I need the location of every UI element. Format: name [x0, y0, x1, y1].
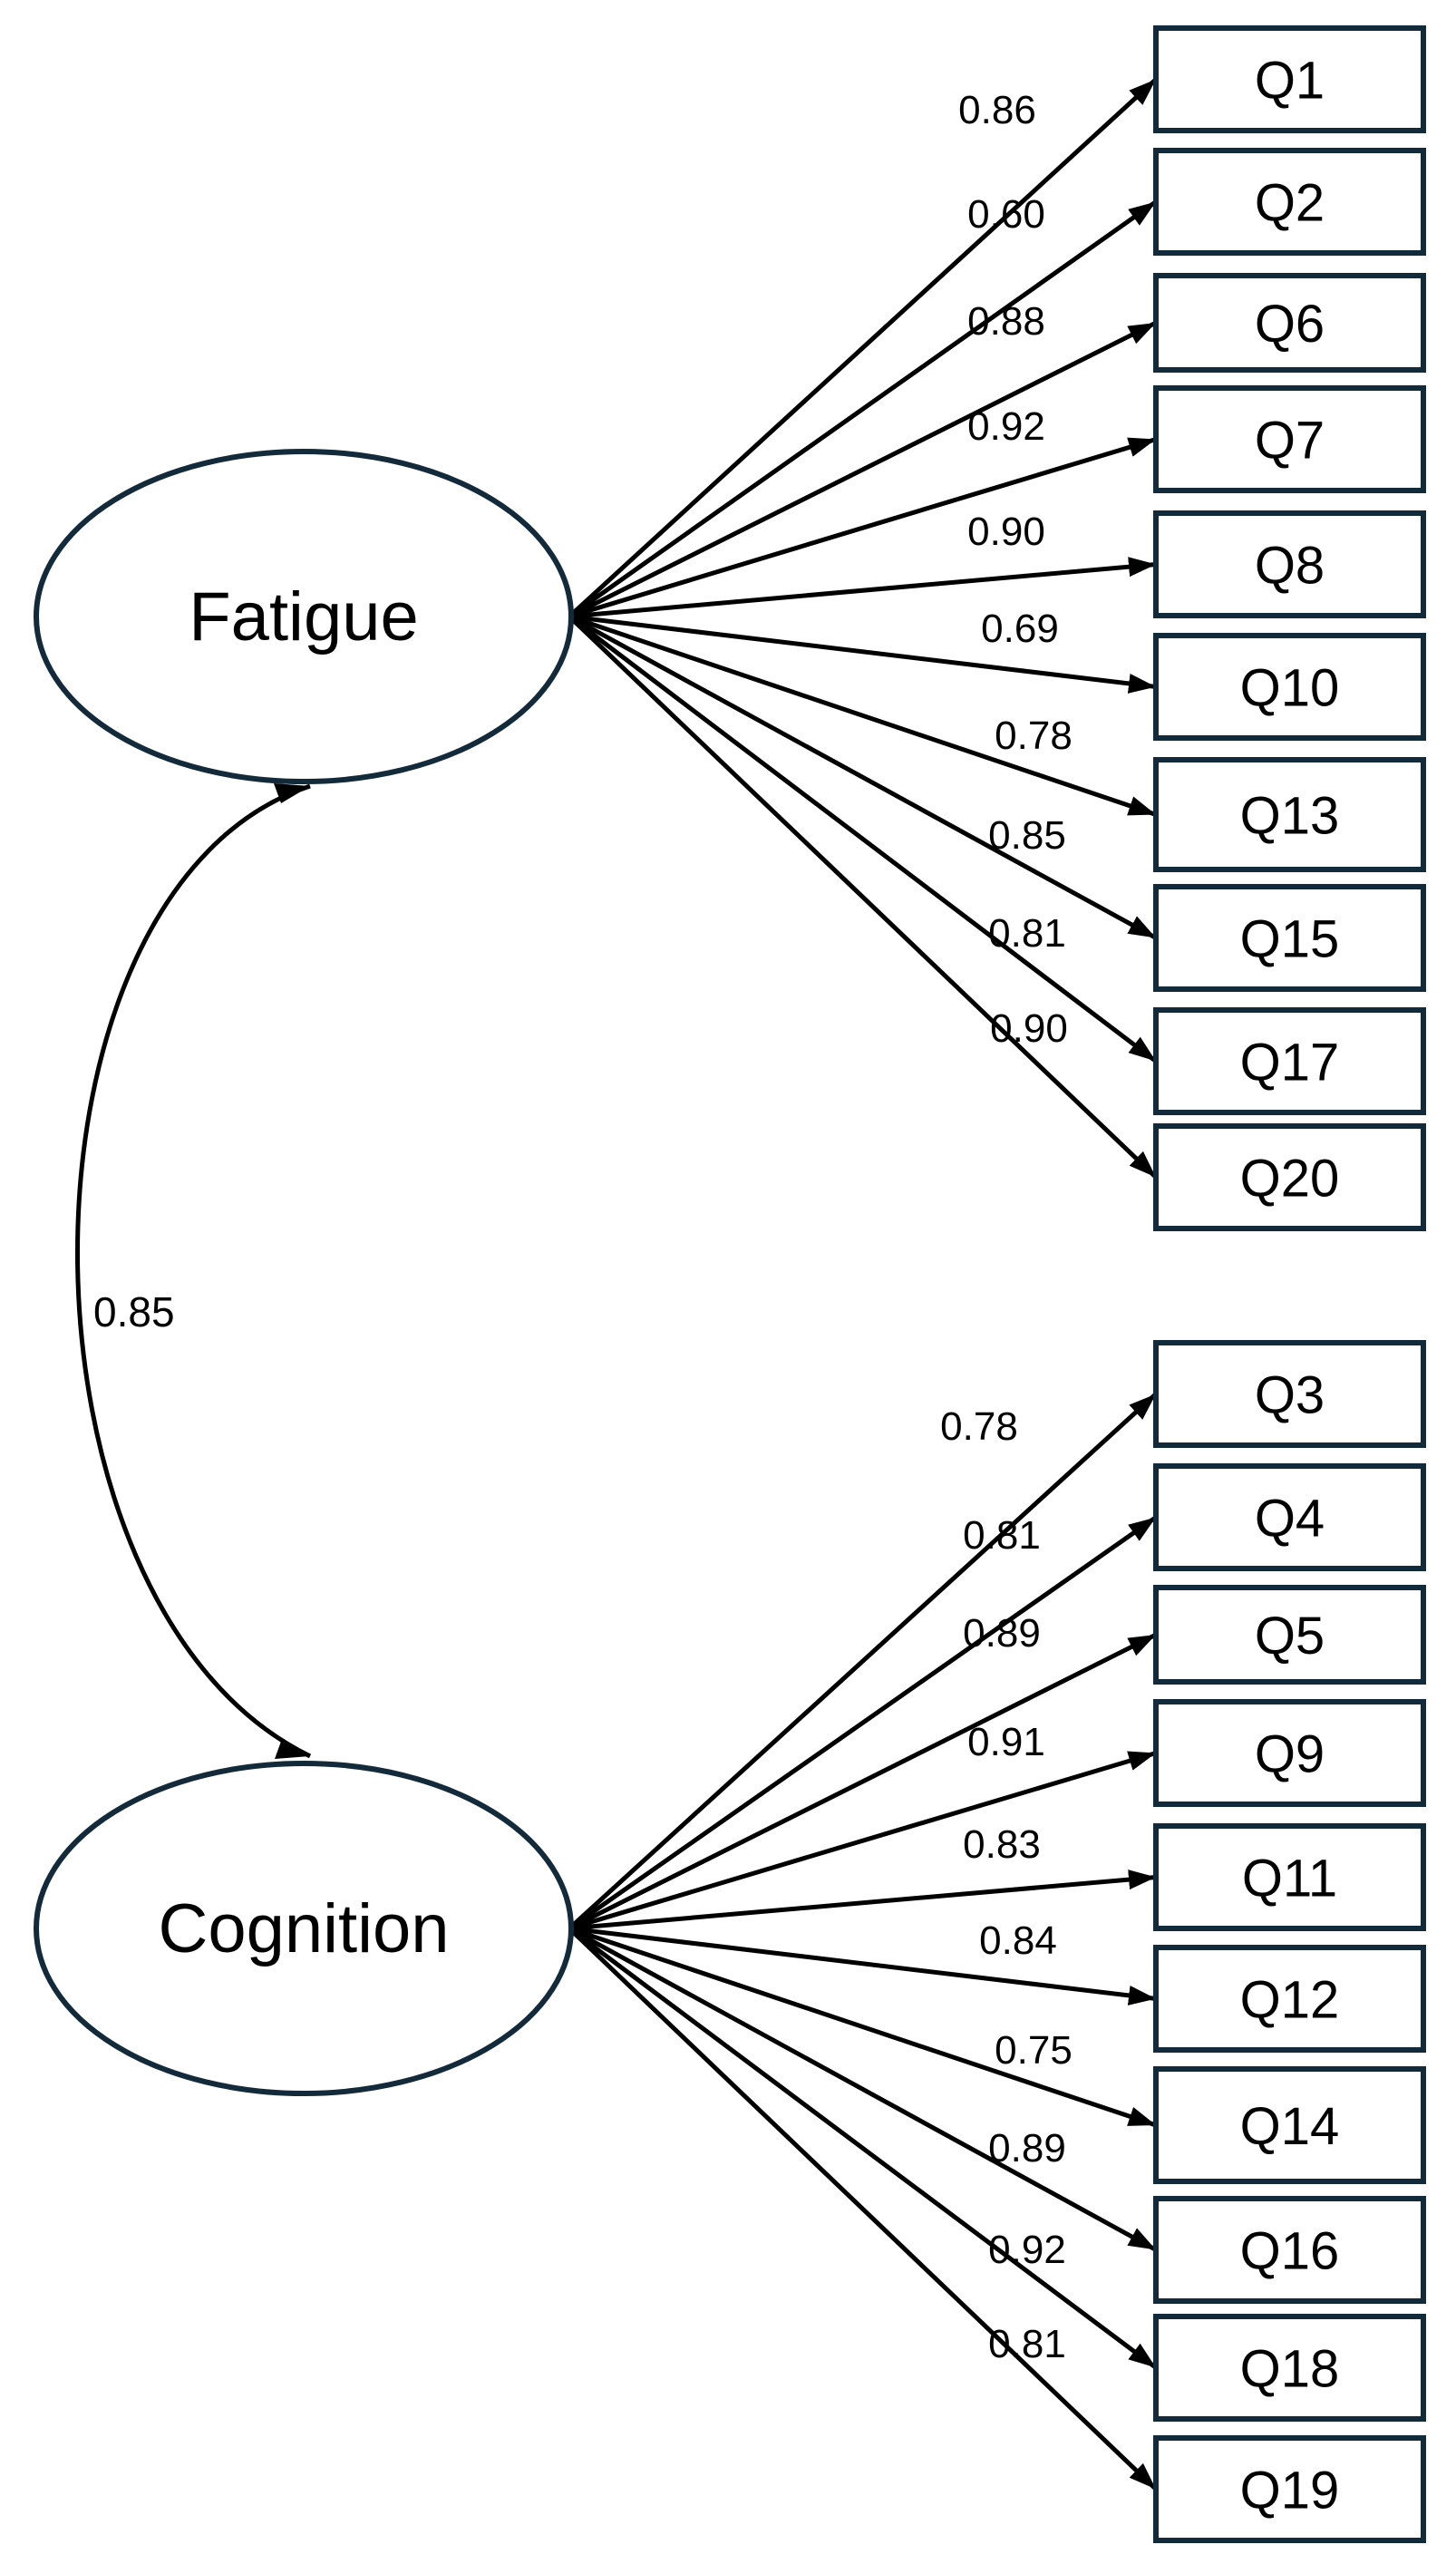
cognition-loading-arrow-q9 — [568, 1751, 1157, 1931]
indicator-label-q7: Q7 — [1255, 412, 1325, 471]
loading-label-q2: 0.60 — [967, 192, 1045, 237]
fatigue-loading-arrow-q13 — [568, 614, 1157, 817]
indicator-box-q2 — [1153, 148, 1426, 256]
indicator-label-q14: Q14 — [1240, 2097, 1340, 2156]
loading-label-q14: 0.75 — [995, 2028, 1073, 2073]
loading-label-q8: 0.90 — [967, 510, 1045, 554]
covariance-arrowhead-top — [274, 783, 310, 803]
indicator-box-q13 — [1153, 757, 1426, 872]
cognition-loading-arrow-q18 — [568, 1926, 1158, 2370]
indicator-label-q15: Q15 — [1240, 910, 1340, 969]
indicator-label-q5: Q5 — [1255, 1607, 1325, 1666]
loading-label-q4: 0.81 — [963, 1513, 1041, 1558]
indicator-label-q11: Q11 — [1242, 1850, 1337, 1908]
indicator-box-q17 — [1153, 1007, 1426, 1115]
loading-label-q19: 0.81 — [988, 2322, 1066, 2366]
fatigue-loading-arrow-q17 — [568, 615, 1158, 1063]
indicator-box-q7 — [1153, 385, 1426, 493]
cognition-loading-arrow-q12 — [568, 1926, 1157, 2006]
indicator-label-q3: Q3 — [1255, 1366, 1325, 1425]
indicator-label-q20: Q20 — [1240, 1150, 1340, 1209]
indicator-label-q16: Q16 — [1240, 2222, 1340, 2281]
indicator-box-q10 — [1153, 633, 1426, 741]
indicator-box-q4 — [1153, 1463, 1426, 1571]
indicator-label-q2: Q2 — [1255, 174, 1325, 233]
cognition-factor-group: CognitionQ30.78Q40.81Q50.89Q90.91Q110.83… — [34, 1340, 1426, 2543]
indicator-box-q11 — [1153, 1823, 1426, 1931]
indicator-label-q9: Q9 — [1255, 1725, 1325, 1784]
indicator-label-q13: Q13 — [1240, 787, 1340, 846]
indicator-label-q6: Q6 — [1255, 295, 1325, 354]
indicator-box-q20 — [1153, 1123, 1426, 1231]
loading-label-q17: 0.81 — [988, 911, 1066, 956]
indicator-box-q14 — [1153, 2066, 1426, 2184]
fatigue-factor-label: Fatigue — [189, 578, 419, 656]
loading-label-q13: 0.78 — [995, 714, 1073, 758]
loading-label-q10: 0.69 — [981, 607, 1059, 651]
covariance-label: 0.85 — [93, 1288, 175, 1335]
cognition-factor-label: Cognition — [158, 1890, 449, 1967]
indicator-box-q5 — [1153, 1585, 1426, 1685]
indicator-box-q8 — [1153, 510, 1426, 618]
loading-label-q15: 0.85 — [988, 813, 1066, 858]
covariance-arrowhead-bottom — [275, 1739, 310, 1759]
indicator-label-q8: Q8 — [1255, 537, 1325, 596]
cognition-factor-ellipse — [34, 1761, 574, 2096]
covariance-arrow — [75, 783, 312, 1759]
indicator-label-q18: Q18 — [1240, 2340, 1340, 2399]
fatigue-factor-group: FatigueQ10.86Q20.60Q60.88Q70.92Q80.90Q10… — [34, 25, 1426, 1231]
loading-label-q12: 0.84 — [979, 1918, 1057, 1963]
loading-label-q6: 0.88 — [967, 299, 1045, 344]
cognition-loading-arrow-q4 — [568, 1515, 1158, 1931]
indicator-label-q10: Q10 — [1240, 659, 1340, 718]
indicator-box-q12 — [1153, 1945, 1426, 2053]
indicator-box-q3 — [1153, 1340, 1426, 1448]
cognition-loading-arrow-q19 — [568, 1927, 1158, 2491]
cognition-loading-arrow-q3 — [568, 1392, 1158, 1930]
loading-label-q5: 0.89 — [963, 1611, 1041, 1656]
cognition-loading-arrow-q14 — [568, 1926, 1157, 2128]
fatigue-loading-arrow-q20 — [568, 615, 1158, 1180]
loading-label-q20: 0.90 — [990, 1006, 1068, 1051]
indicator-box-q1 — [1153, 25, 1426, 133]
indicator-label-q17: Q17 — [1240, 1034, 1340, 1093]
fatigue-loading-arrow-q8 — [568, 557, 1157, 619]
loading-label-q1: 0.86 — [958, 88, 1036, 132]
cognition-loading-arrow-q5 — [568, 1632, 1158, 1931]
indicator-box-q18 — [1153, 2314, 1426, 2422]
fatigue-loading-arrow-q15 — [568, 614, 1158, 940]
indicator-label-q4: Q4 — [1255, 1490, 1325, 1549]
indicator-box-q9 — [1153, 1699, 1426, 1807]
indicator-label-q19: Q19 — [1240, 2462, 1340, 2520]
indicator-box-q6 — [1153, 273, 1426, 373]
loading-label-q11: 0.83 — [963, 1822, 1041, 1867]
loading-label-q7: 0.92 — [967, 404, 1045, 449]
fatigue-loading-arrow-q6 — [568, 320, 1158, 619]
loading-label-q18: 0.92 — [988, 2228, 1066, 2272]
loading-label-q9: 0.91 — [967, 1720, 1045, 1764]
cognition-loading-arrow-q16 — [568, 1926, 1158, 2252]
fatigue-loading-arrow-q7 — [568, 437, 1157, 619]
indicator-box-q19 — [1153, 2435, 1426, 2543]
indicator-box-q15 — [1153, 884, 1426, 992]
fatigue-loading-arrow-q2 — [568, 199, 1158, 619]
loading-label-q3: 0.78 — [940, 1404, 1018, 1449]
indicator-box-q16 — [1153, 2196, 1426, 2304]
fatigue-factor-ellipse — [34, 449, 574, 784]
indicator-label-q1: Q1 — [1255, 52, 1325, 111]
fatigue-loading-arrow-q1 — [568, 77, 1158, 618]
fatigue-loading-arrow-q10 — [568, 614, 1157, 694]
cognition-loading-arrow-q11 — [568, 1870, 1157, 1931]
loading-label-q16: 0.89 — [988, 2126, 1066, 2171]
indicator-label-q12: Q12 — [1240, 1971, 1340, 2030]
